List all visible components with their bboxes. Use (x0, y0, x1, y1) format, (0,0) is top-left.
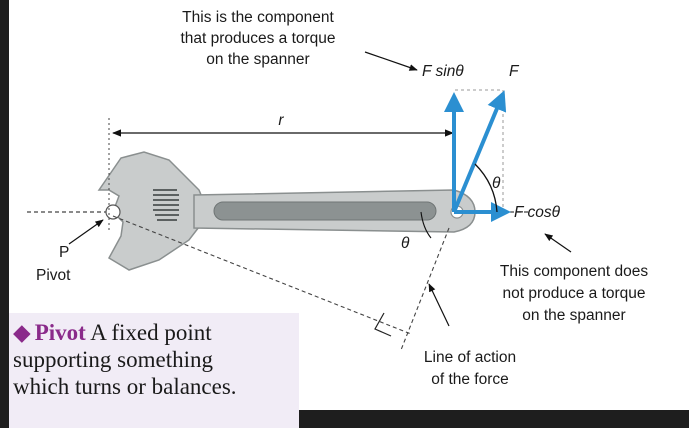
definition-term: Pivot (34, 320, 86, 345)
pivot-definition-box: ◆Pivot A fixed point supporting somethin… (9, 313, 299, 428)
line-of-action-note: Line of action of the force (424, 349, 516, 388)
top-note-pointer (364, 51, 418, 71)
diamond-bullet-icon: ◆ (13, 320, 31, 345)
theta-upper-label: θ (492, 175, 501, 192)
perpendicular-dashed-line (112, 215, 412, 335)
svg-text:not produce a torque: not produce a torque (502, 285, 645, 302)
torque-diagram: r θ θ F sinθ F F cosθ P Pivot This is th… (27, 9, 648, 388)
definition-text-3: which turns or balances. (13, 374, 237, 399)
line-of-action-pointer (428, 283, 450, 327)
bottom-right-note: This component does not produce a torque… (500, 263, 648, 324)
f-cos-label: F cosθ (514, 204, 561, 221)
svg-text:Line of action: Line of action (424, 349, 516, 366)
definition-text-2: supporting something (13, 347, 213, 372)
f-label: F (509, 63, 520, 80)
pivot-pointer (68, 219, 104, 245)
theta-upper-arc (474, 163, 498, 213)
spanner-knurl (153, 189, 179, 221)
definition-line-1: ◆Pivot A fixed point (13, 319, 299, 346)
svg-text:This is the component: This is the component (182, 9, 334, 26)
p-label: P (59, 244, 69, 261)
svg-text:This component does: This component does (500, 263, 648, 280)
f-sin-label: F sinθ (422, 63, 464, 80)
pivot-label: Pivot (36, 267, 71, 284)
svg-text:of the force: of the force (431, 371, 509, 388)
svg-text:on the spanner: on the spanner (206, 51, 309, 68)
fcos-note-pointer (544, 233, 572, 253)
theta-lower-label: θ (401, 235, 410, 252)
pivot-point (105, 204, 121, 220)
spanner-slot (213, 201, 437, 221)
r-label: r (278, 112, 284, 129)
svg-text:on the spanner: on the spanner (522, 307, 625, 324)
definition-text-1: A fixed point (90, 320, 212, 345)
line-of-action-dashed-line (400, 227, 450, 351)
spanner (97, 151, 476, 271)
force-f-arrow (452, 90, 507, 213)
top-note: This is the component that produces a to… (180, 9, 335, 68)
right-angle-marker (374, 312, 392, 337)
theta-lower-arc (420, 211, 432, 239)
svg-text:that produces a torque: that produces a torque (180, 30, 335, 47)
